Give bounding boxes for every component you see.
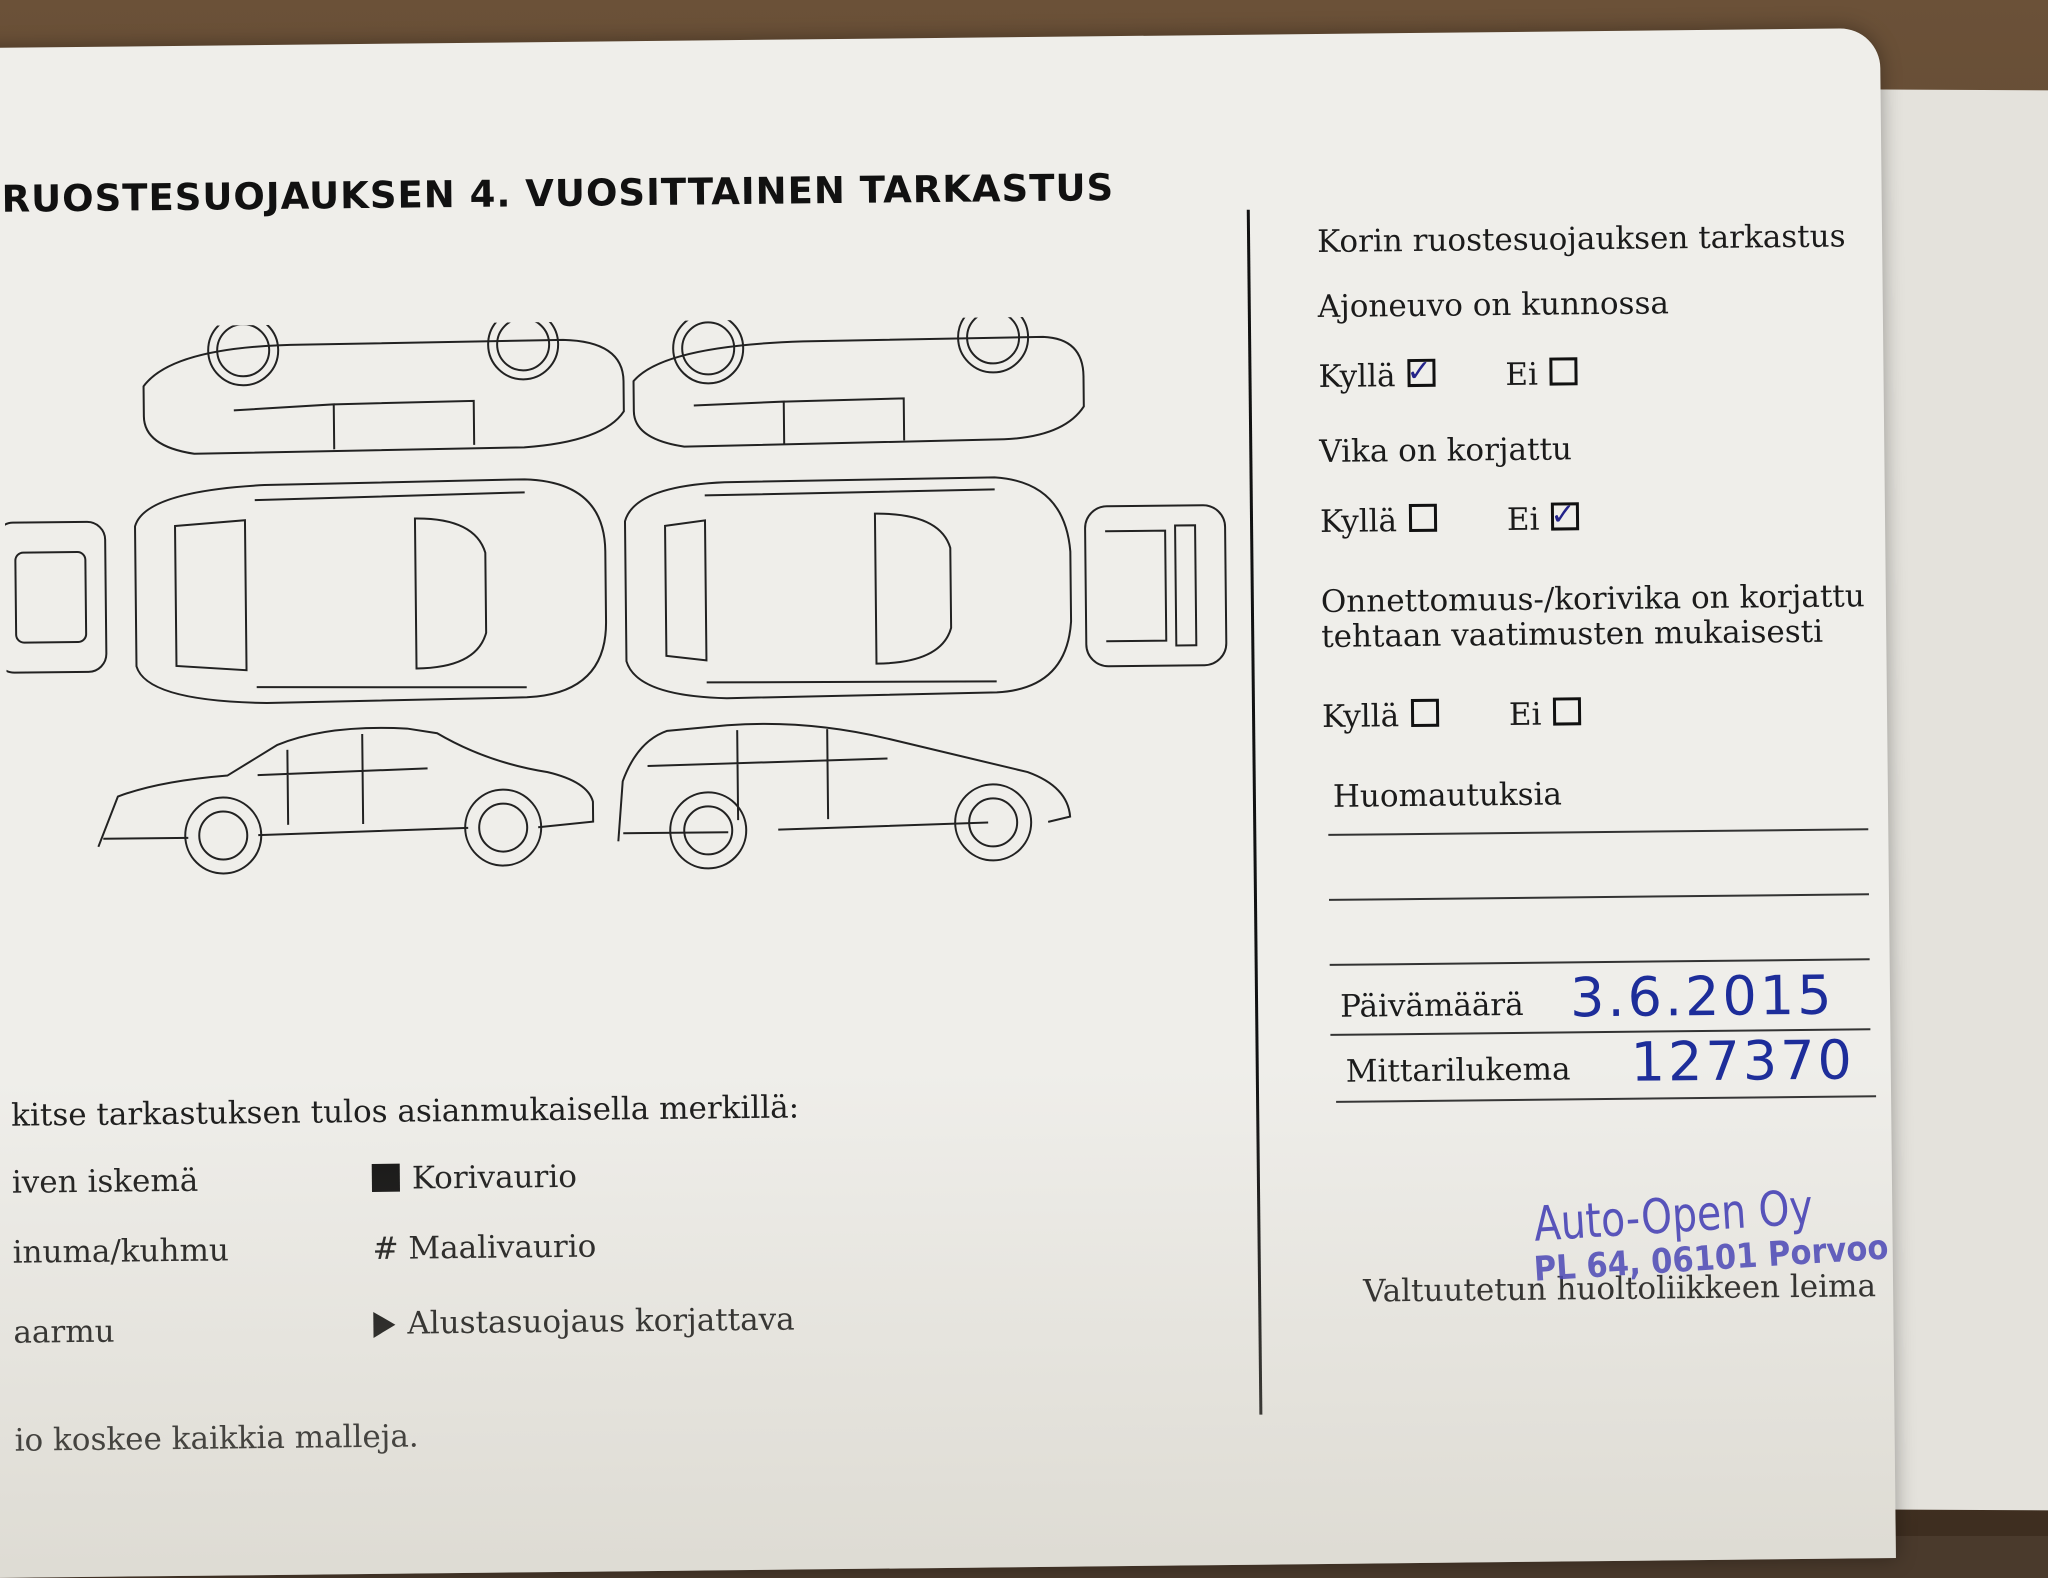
legend-item-scratch: aarmu	[13, 1313, 115, 1351]
checkbox-no-2[interactable]: ✓	[1550, 497, 1580, 533]
inspection-heading: Korin ruostesuojauksen tarkastus	[1316, 218, 1846, 261]
sedan-side-view	[97, 726, 595, 875]
date-label: Päivämäärä	[1339, 986, 1524, 1025]
legend-paint-damage: # Maalivaurio	[372, 1228, 597, 1267]
legend-instruction: kitse tarkastuksen tulos asianmukaisella…	[10, 1089, 800, 1134]
question-accident-repair-line2: tehtaan vaatimusten mukaisesti	[1321, 613, 1824, 655]
odometer-line	[1336, 1095, 1877, 1103]
checkbox-yes-1[interactable]: ✓	[1406, 354, 1436, 389]
remarks-label: Huomautuksia	[1332, 776, 1563, 815]
checkbox-no-3[interactable]	[1553, 697, 1582, 726]
date-value: 3.6.2015	[1569, 963, 1835, 1030]
question-fault-repaired: Vika on korjattu	[1319, 431, 1573, 470]
hatchback-underside-diagram	[632, 314, 1085, 448]
remarks-line-2	[1328, 893, 1869, 901]
page-title: RUOSTESUOJAUKSEN 4. VUOSITTAINEN TARKAST…	[1, 166, 1115, 221]
hatchback-side-view	[617, 722, 1072, 870]
front-view-right	[1084, 504, 1228, 668]
booklet-page: RUOSTESUOJAUKSEN 4. VUOSITTAINEN TARKAST…	[0, 28, 1896, 1578]
odometer-value: 127370	[1630, 1028, 1856, 1094]
sedan-top-view	[134, 478, 608, 705]
sedan-underside-diagram	[142, 314, 625, 455]
column-divider	[1246, 209, 1263, 1415]
hatchback-top-view	[623, 476, 1073, 700]
triangle-icon	[373, 1311, 396, 1338]
question-vehicle-ok: Ajoneuvo on kunnossa	[1317, 285, 1670, 326]
check-mark: ✓	[1550, 497, 1576, 533]
filled-square-icon	[371, 1163, 400, 1192]
check-mark: ✓	[1406, 353, 1432, 390]
rear-view-left	[2, 520, 108, 674]
legend-item-dent: inuma/kuhmu	[12, 1232, 230, 1271]
answer-row-1: Kyllä✓ Ei	[1318, 354, 1579, 395]
car-diagrams	[2, 314, 1228, 875]
footnote: io koskee kaikkia malleja.	[14, 1418, 419, 1459]
checkbox-yes-3[interactable]	[1410, 698, 1440, 728]
checkbox-no-1[interactable]	[1549, 357, 1579, 386]
answer-row-3: Kyllä Ei	[1322, 696, 1582, 735]
legend-item-stone-chip: iven iskemä	[11, 1162, 199, 1201]
legend-underbody-repair: Alustasuojaus korjattava	[373, 1302, 795, 1342]
odometer-label: Mittarilukema	[1345, 1051, 1571, 1090]
remarks-line-1	[1328, 828, 1869, 836]
answer-row-2: Kyllä Ei✓	[1320, 497, 1580, 540]
page-shadow	[0, 1058, 1896, 1578]
checkbox-yes-2[interactable]	[1408, 503, 1438, 533]
legend-body-damage: Korivaurio	[371, 1159, 577, 1197]
